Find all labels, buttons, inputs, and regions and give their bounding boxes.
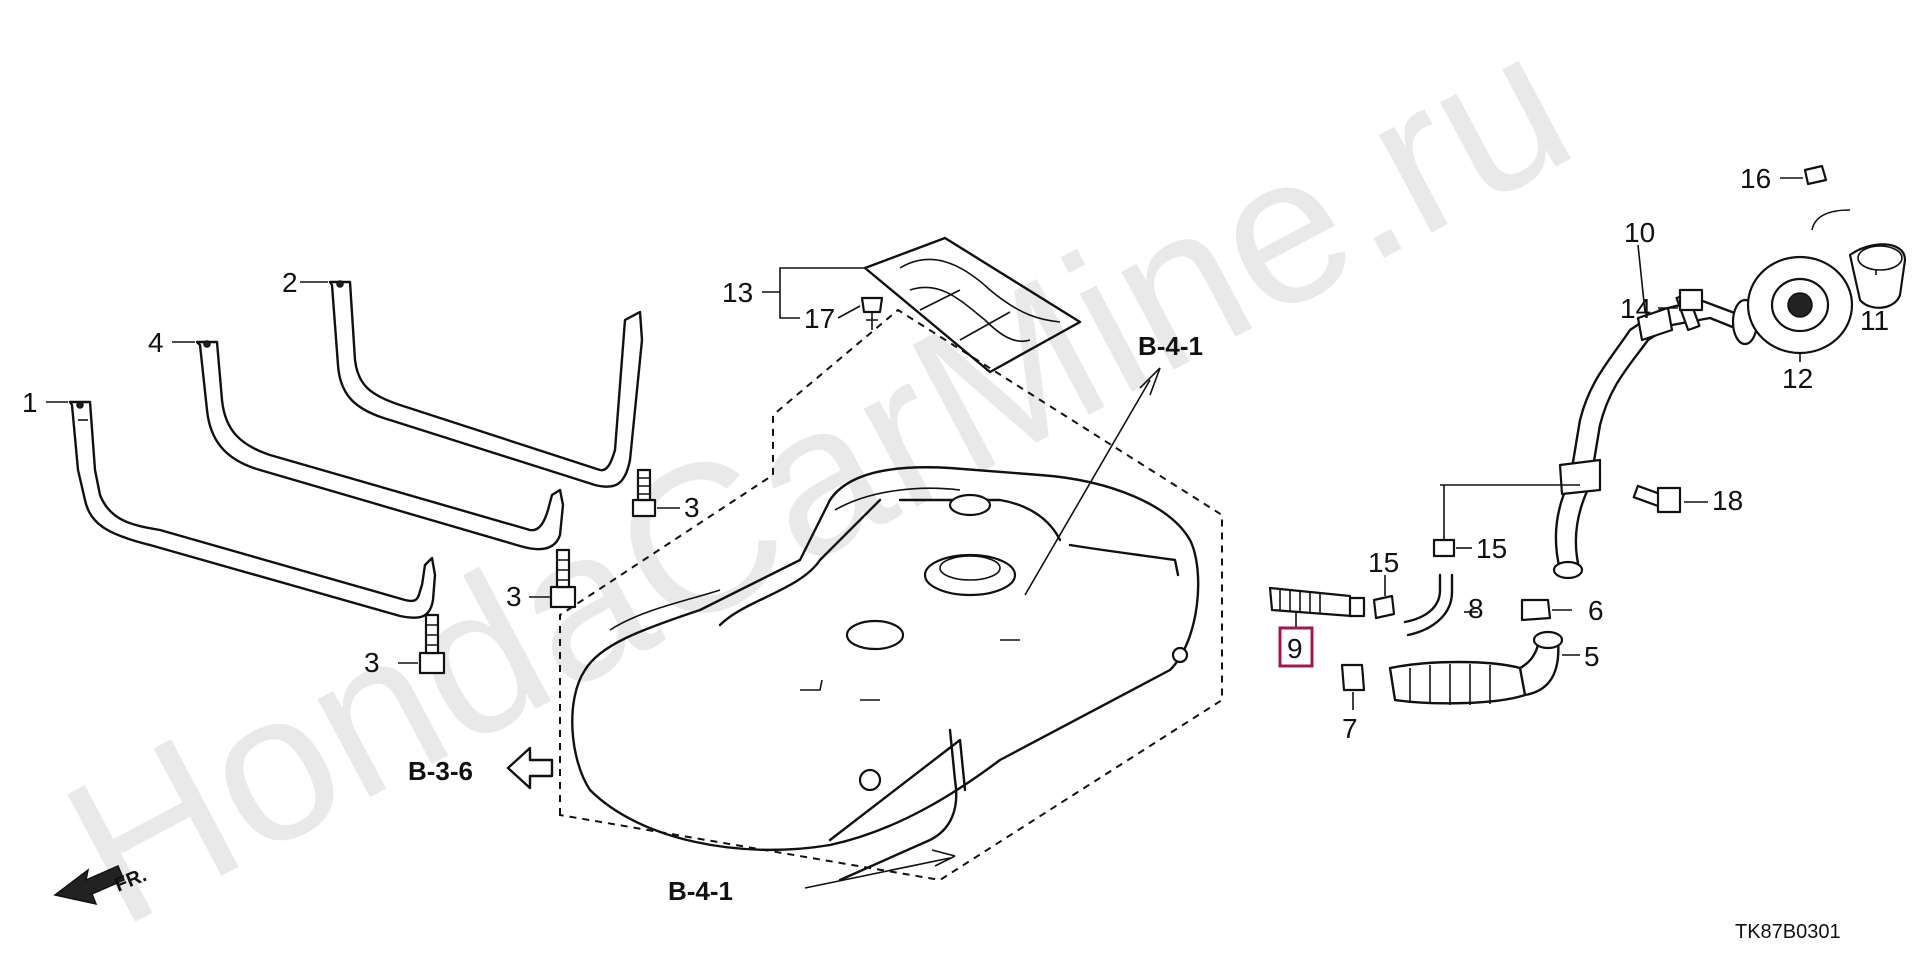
- label-part-6[interactable]: 6: [1588, 595, 1604, 626]
- label-part-16[interactable]: 16: [1740, 163, 1771, 194]
- label-part-3-upper[interactable]: 3: [684, 492, 700, 523]
- label-part-3-lower[interactable]: 3: [364, 647, 380, 678]
- bolt-3-middle: [549, 548, 577, 609]
- bolt-18: [1632, 484, 1682, 514]
- label-part-1[interactable]: 1: [22, 387, 38, 418]
- label-part-18[interactable]: 18: [1712, 485, 1743, 516]
- strap-2: [328, 280, 644, 488]
- label-part-3-middle[interactable]: 3: [506, 581, 522, 612]
- label-part-15-left[interactable]: 15: [1368, 547, 1399, 578]
- label-part-8[interactable]: 8: [1468, 593, 1484, 624]
- fuel-tank: [571, 466, 1200, 882]
- ring-12: [1746, 255, 1854, 355]
- reference-top[interactable]: B-4-1: [1138, 331, 1203, 361]
- label-part-2[interactable]: 2: [282, 267, 298, 298]
- fuel-valve-9: [1268, 586, 1366, 618]
- strap-4: [195, 340, 565, 551]
- label-part-10[interactable]: 10: [1624, 217, 1655, 248]
- bolt-3-upper: [631, 468, 657, 518]
- reference-left[interactable]: B-3-6: [408, 756, 473, 786]
- clamp-6: [1520, 598, 1552, 622]
- clip-15-upper: [1432, 538, 1456, 558]
- tank-cover-13: [863, 236, 1082, 374]
- reference-bottom[interactable]: B-4-1: [668, 876, 733, 906]
- label-part-11[interactable]: 11: [1860, 305, 1889, 336]
- label-part-7[interactable]: 7: [1342, 713, 1358, 744]
- strap-1: [68, 400, 437, 619]
- label-part-9[interactable]: 9: [1287, 633, 1303, 664]
- label-part-13[interactable]: 13: [722, 277, 753, 308]
- hose-8: [1403, 573, 1454, 637]
- bolt-3-lower: [418, 613, 446, 675]
- clip-17: [860, 296, 884, 330]
- clip-16: [1803, 164, 1828, 186]
- watermark: HondaCarMine.ru: [31, 0, 1605, 960]
- label-part-15-right[interactable]: 15: [1476, 533, 1507, 564]
- clamp-7: [1340, 663, 1366, 692]
- front-direction-arrow: [53, 865, 125, 906]
- clip-15-lower: [1372, 594, 1396, 620]
- label-part-14[interactable]: 14: [1620, 293, 1651, 324]
- bolt-14: [1675, 288, 1704, 332]
- label-part-4[interactable]: 4: [148, 327, 164, 358]
- filler-neck-10: [1552, 298, 1759, 580]
- fuel-cap-11: [1811, 209, 1907, 309]
- label-part-5[interactable]: 5: [1584, 641, 1600, 672]
- diagram-code: TK87B0301: [1735, 921, 1841, 943]
- label-part-12[interactable]: 12: [1782, 363, 1813, 394]
- left-reference-arrow: [506, 746, 554, 790]
- fuel-tank-assembly-box: [559, 308, 1223, 882]
- label-part-17[interactable]: 17: [804, 303, 835, 334]
- highlighted-part-box: [1278, 626, 1314, 668]
- filler-hose-5: [1388, 630, 1564, 705]
- leader-lines: [46, 177, 1877, 889]
